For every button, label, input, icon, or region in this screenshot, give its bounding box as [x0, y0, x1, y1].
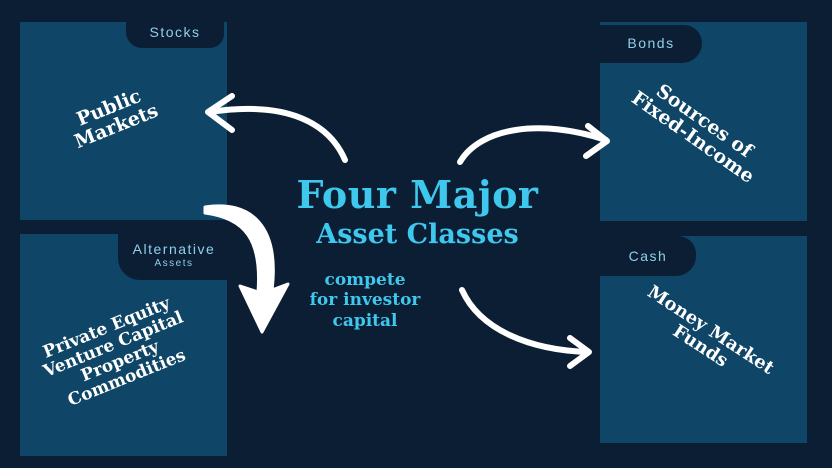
arrow-to-bonds [457, 125, 609, 165]
cash-tag: Cash [600, 236, 696, 276]
alternative-tag-label-2: Assets [154, 258, 194, 269]
stocks-panel [20, 22, 227, 220]
alternative-tag-label-1: Alternative [132, 241, 216, 257]
stocks-tag: Stocks [126, 18, 224, 48]
arrow-to-cash [459, 287, 591, 355]
bonds-tag-label: Bonds [627, 35, 675, 51]
title-line-1: Four Major [296, 172, 539, 217]
stocks-tag-label: Stocks [149, 24, 201, 40]
center-title: Four Major Asset Classes [240, 172, 595, 250]
arrow-to-cash-head [567, 335, 592, 369]
cash-tag-label: Cash [628, 248, 668, 264]
center-subtitle: compete for investor capital [309, 270, 421, 331]
alternative-tag: Alternative Assets [118, 234, 230, 280]
arrow-to-stocks-head [205, 93, 235, 133]
arrow-to-bonds-head [583, 123, 610, 159]
arrow-to-stocks [207, 105, 348, 163]
arrow-to-alternative [203, 204, 290, 334]
bonds-tag: Bonds [600, 25, 702, 63]
title-line-2: Asset Classes [316, 219, 519, 250]
